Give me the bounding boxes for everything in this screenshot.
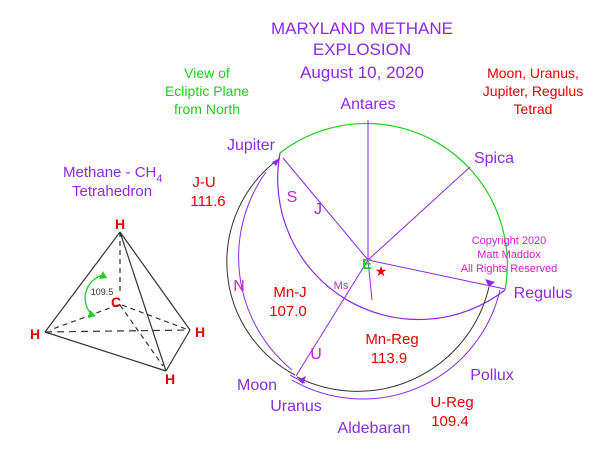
arrow-head-jupiter: [272, 158, 280, 166]
line-to-jupiter: [282, 157, 369, 261]
bond-angle-value: 109.5: [91, 287, 114, 297]
angle-mnj-value: 107.0: [269, 303, 307, 320]
title-line-1: MARYLAND METHANE: [271, 19, 453, 38]
atom-h-right: H: [195, 324, 205, 340]
body-uranus: Uranus: [270, 398, 322, 415]
angle-ureg-value: 109.4: [431, 413, 469, 430]
moon-uranus-tick: [289, 374, 306, 384]
star-antares: Antares: [340, 96, 395, 113]
methane-subtitle: Tetrahedron: [72, 183, 152, 200]
atom-h-left: H: [30, 326, 40, 342]
body-moon: Moon: [237, 377, 277, 394]
title-date: August 10, 2020: [300, 63, 424, 82]
label-u: U: [310, 346, 322, 363]
angle-ju-label: J-U: [192, 174, 215, 191]
edge-left-bottom: [44, 331, 167, 372]
angle-mnreg-value: 113.9: [371, 350, 407, 367]
line-to-regulus: [367, 259, 506, 290]
bond-c-left: [49, 304, 119, 331]
tetrad-note-line-1: Moon, Uranus,: [487, 65, 579, 81]
view-note-line-2: Ecliptic Plane: [165, 83, 249, 99]
angle-mnreg-label: Mn-Reg: [365, 331, 418, 348]
tetrad-note-line-2: Jupiter, Regulus: [483, 83, 583, 99]
earth-marker: E: [362, 256, 372, 273]
angle-ureg-label: U-Reg: [430, 394, 473, 411]
title-line-2: EXPLOSION: [313, 40, 411, 59]
edge-top-right: [119, 231, 191, 331]
methane-title-text: Methane - CH: [63, 164, 156, 181]
star-regulus: Regulus: [514, 285, 573, 302]
edge-right-bottom: [165, 329, 191, 372]
line-to-spica: [367, 166, 471, 261]
line-to-moon: [295, 259, 369, 377]
angle-mnj-label: Mn-J: [273, 284, 306, 301]
view-note-line-3: from North: [174, 101, 240, 117]
view-note-line-1: View of: [184, 65, 230, 81]
copyright-line-1: Copyright 2020: [472, 235, 547, 247]
bond-angle-arrow-bottom: [88, 310, 96, 318]
star-aldebaran: Aldebaran: [338, 420, 411, 437]
label-n: N: [233, 278, 245, 295]
edge-top-bottom: [119, 231, 167, 372]
body-jupiter: Jupiter: [227, 137, 276, 154]
edge-hidden-back: [44, 329, 191, 333]
bond-angle-arrow-top: [99, 271, 107, 279]
methane-subscript: 4: [156, 173, 162, 185]
atom-h-top: H: [115, 216, 125, 232]
atom-h-bottom: H: [165, 371, 175, 387]
bond-angle-arc: [84, 274, 104, 316]
tetrad-note-line-3: Tetrad: [514, 101, 553, 117]
angle-ju-value: 111.6: [190, 193, 225, 210]
outer-arc-bottom: [291, 289, 501, 400]
sun-star-icon: ★: [375, 263, 388, 279]
label-j: J: [314, 201, 322, 218]
label-s: S: [287, 189, 298, 206]
edge-top-left: [44, 231, 121, 333]
copyright-line-2: Matt Maddox: [477, 249, 541, 261]
arrow-head-regulus: [485, 279, 495, 287]
bond-c-right: [121, 304, 187, 330]
ecliptic-arc-green: [279, 122, 508, 291]
star-pollux: Pollux: [470, 367, 514, 384]
star-spica: Spica: [474, 150, 514, 167]
tetrahedron-edges: [44, 231, 191, 372]
atom-c-center: C: [111, 294, 121, 310]
line-to-aldebaran: [367, 259, 373, 301]
label-ms: Ms: [334, 280, 349, 292]
copyright-line-3: All Rights Reserved: [461, 263, 558, 275]
ecliptic-arc-purple: [277, 152, 506, 321]
outer-arc-left: [238, 171, 293, 371]
inner-arc-left: [226, 157, 296, 376]
inner-arc-bottom: [296, 286, 490, 392]
methane-title: Methane - CH4: [63, 164, 163, 185]
arrow-head-moon: [298, 376, 306, 384]
bond-c-bottom: [119, 304, 164, 367]
